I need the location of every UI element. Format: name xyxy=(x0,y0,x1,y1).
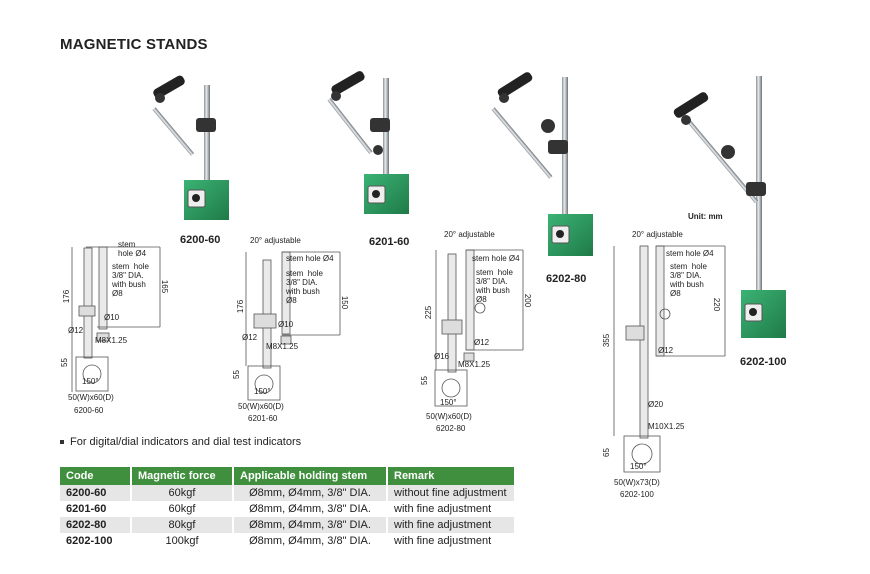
dim-stem2: stem hole 3/8" DIA. with bush Ø8 xyxy=(670,262,707,298)
dim-adjustable: 20° adjustable xyxy=(632,230,683,239)
drawing-code-6201-60: 6201-60 xyxy=(248,414,278,423)
cell-stem: Ø8mm, Ø4mm, 3/8" DIA. xyxy=(233,485,388,501)
base-size-6202-100: 50(W)x73(D) xyxy=(614,478,660,487)
dim-adjustable: 20° adjustable xyxy=(250,236,301,245)
cell-code: 6202-80 xyxy=(60,517,132,533)
col-magnetic-force: Magnetic force xyxy=(131,467,234,485)
cell-remark: with fine adjustment xyxy=(387,501,516,517)
cell-force: 80kgf xyxy=(131,517,234,533)
table-row: 6202-100 100kgf Ø8mm, Ø4mm, 3/8" DIA. wi… xyxy=(60,533,516,549)
dim-h55: 55 xyxy=(59,358,69,367)
dim-deg: 150° xyxy=(630,462,647,471)
cell-force: 100kgf xyxy=(131,533,234,549)
dim-m10: M10X1.25 xyxy=(648,422,685,431)
cell-stem: Ø8mm, Ø4mm, 3/8" DIA. xyxy=(233,501,388,517)
dim-stem-hole2: stem hole 3/8" DIA. with bush Ø8 xyxy=(112,262,149,298)
dim-h150: 150 xyxy=(340,295,350,310)
usage-note-text: For digital/dial indicators and dial tes… xyxy=(70,436,302,448)
col-code: Code xyxy=(60,467,132,485)
base-size-6200-60: 50(W)x60(D) xyxy=(68,393,114,402)
cell-code: 6200-60 xyxy=(60,485,132,501)
table-row: 6201-60 60kgf Ø8mm, Ø4mm, 3/8" DIA. with… xyxy=(60,501,516,517)
cell-code: 6202-100 xyxy=(60,533,132,549)
dim-h55: 55 xyxy=(419,376,429,385)
dim-h225: 225 xyxy=(424,305,434,320)
unit-note: Unit: mm xyxy=(688,212,723,221)
dim-m8: M8X1.25 xyxy=(458,360,491,369)
dim-d12: Ø12 xyxy=(658,346,674,355)
drawing-code-6202-80: 6202-80 xyxy=(436,424,466,433)
dim-h65: 65 xyxy=(601,448,611,457)
cell-force: 60kgf xyxy=(131,501,234,517)
cell-stem: Ø8mm, Ø4mm, 3/8" DIA. xyxy=(233,517,388,533)
cell-remark: with fine adjustment xyxy=(387,517,516,533)
cell-stem: Ø8mm, Ø4mm, 3/8" DIA. xyxy=(233,533,388,549)
table-header-row: Code Magnetic force Applicable holding s… xyxy=(60,467,516,485)
drawing-code-6202-100: 6202-100 xyxy=(620,490,654,499)
dim-d12: Ø12 xyxy=(68,326,84,335)
dim-deg: 150° xyxy=(254,387,271,396)
dim-d10: Ø10 xyxy=(104,313,120,322)
dim-h176: 176 xyxy=(62,289,72,304)
dim-m8: M8X1.25 xyxy=(266,342,299,351)
product-label-6200-60: 6200-60 xyxy=(180,234,221,246)
table-row: 6200-60 60kgf Ø8mm, Ø4mm, 3/8" DIA. with… xyxy=(60,485,516,501)
base-size-6202-80: 50(W)x60(D) xyxy=(426,412,472,421)
dim-stem-hole: stem hole Ø4 xyxy=(118,240,147,258)
drawing-code-6200-60: 6200-60 xyxy=(74,406,104,415)
dim-deg: 150° xyxy=(440,398,457,407)
product-label-6202-100: 6202-100 xyxy=(740,356,787,368)
dim-stem2: stem hole 3/8" DIA. with bush Ø8 xyxy=(476,268,513,304)
photo-6202-100 xyxy=(673,76,786,338)
drawing-6202-80 xyxy=(434,249,524,407)
dim-h55: 55 xyxy=(231,370,241,379)
spec-table: Code Magnetic force Applicable holding s… xyxy=(60,467,516,549)
drawing-6201-60 xyxy=(245,251,341,401)
dim-d12: Ø12 xyxy=(474,338,490,347)
cell-code: 6201-60 xyxy=(60,501,132,517)
dim-h165: 165 xyxy=(160,279,170,294)
photo-6202-80 xyxy=(491,72,593,256)
dim-d16: Ø16 xyxy=(434,352,450,361)
dim-stem: stem hole Ø4 xyxy=(666,249,714,258)
product-label-6202-80: 6202-80 xyxy=(546,273,587,285)
dim-h200: 200 xyxy=(523,293,533,308)
table-row: 6202-80 80kgf Ø8mm, Ø4mm, 3/8" DIA. with… xyxy=(60,517,516,533)
dim-stem: stem hole Ø4 xyxy=(286,254,334,263)
dim-h355: 355 xyxy=(602,333,612,348)
dim-h176: 176 xyxy=(236,299,246,314)
col-remark: Remark xyxy=(387,467,516,485)
dim-stem2: stem hole 3/8" DIA. with bush Ø8 xyxy=(286,269,323,305)
col-holding-stem: Applicable holding stem xyxy=(233,467,388,485)
cell-force: 60kgf xyxy=(131,485,234,501)
dim-d20: Ø20 xyxy=(648,400,664,409)
cell-remark: with fine adjustment xyxy=(387,533,516,549)
cell-remark: without fine adjustment xyxy=(387,485,516,501)
dim-d10: Ø10 xyxy=(278,320,294,329)
photo-6201-60 xyxy=(327,71,409,214)
dim-deg: 150° xyxy=(82,377,99,386)
photo-6200-60 xyxy=(152,75,229,220)
bullet-icon xyxy=(60,440,64,445)
dim-adjustable: 20° adjustable xyxy=(444,230,495,239)
usage-note: For digital/dial indicators and dial tes… xyxy=(60,436,301,448)
dim-d12: Ø12 xyxy=(242,333,258,342)
dim-h220: 220 xyxy=(712,297,722,312)
page-title: MAGNETIC STANDS xyxy=(60,36,208,53)
drawing-6200-60 xyxy=(71,246,161,392)
drawing-6202-100 xyxy=(613,245,726,473)
product-label-6201-60: 6201-60 xyxy=(369,236,410,248)
dim-m8: M8X1.25 xyxy=(95,336,128,345)
base-size-6201-60: 50(W)x60(D) xyxy=(238,402,284,411)
dim-stem: stem hole Ø4 xyxy=(472,254,520,263)
